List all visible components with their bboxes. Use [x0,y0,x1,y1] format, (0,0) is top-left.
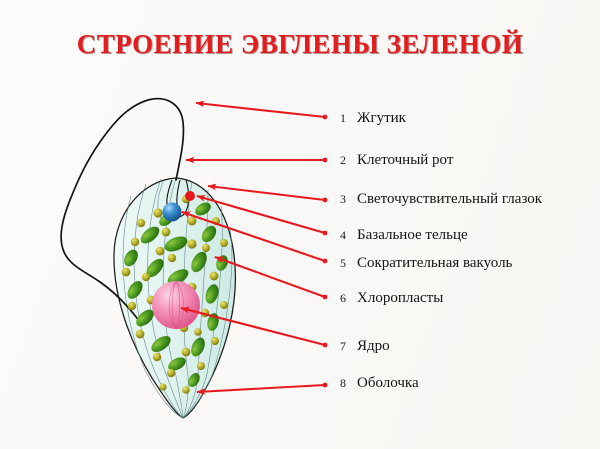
arrow-8 [196,383,326,395]
legend-number: 6 [340,291,346,305]
legend-label: Оболочка [357,375,419,391]
legend-item-5[interactable]: 5 Сократительная вакуоль [330,255,512,272]
flagellum-curve [60,97,185,323]
legend-number: 3 [340,192,346,206]
legend-number: 1 [340,111,346,125]
basal-body [185,191,195,201]
legend-item-6[interactable]: 6 Хлоропласты [330,290,443,307]
legend-item-1[interactable]: 1 Жгутик [330,110,406,127]
arrows-group [180,100,326,395]
arrow-7 [180,306,326,347]
legend-label: Базальное тельце [357,227,468,243]
legend-label: Клеточный рот [357,152,454,168]
legend-item-2[interactable]: 2 Клеточный рот [330,152,453,169]
arrow-5 [181,211,326,262]
legend-number: 7 [340,339,346,353]
legend-item-7[interactable]: 7 Ядро [330,338,390,355]
nucleus [152,280,200,330]
chloroplasts-group [124,202,228,387]
legend-item-3[interactable]: 3 Светочувствительный глазок [330,191,542,208]
page-title: СТРОЕНИЕ ЭВГЛЕНЫ ЗЕЛЕНОЙ [76,29,524,59]
legend-number: 2 [340,153,346,167]
legend-list: 1 Жгутик 2 Клеточный рот 3 Светочувствит… [330,0,600,449]
legend-number: 4 [340,228,346,242]
legend-number: 8 [340,376,346,390]
arrow-4 [196,194,326,235]
legend-label: Светочувствительный глазок [357,191,543,207]
legend-label: Сократительная вакуоль [357,255,513,271]
legend-label: Хлоропласты [357,290,444,306]
legend-number: 5 [340,256,346,270]
legend-label: Жгутик [357,110,406,126]
legend-label: Ядро [357,338,390,354]
arrow-tail-dots [322,114,328,388]
eyespot [162,202,182,222]
legend-item-4[interactable]: 4 Базальное тельце [330,227,468,244]
arrow-6 [214,256,326,298]
arrow-3 [207,183,326,202]
arrow-1 [195,100,326,119]
legend-item-8[interactable]: 8 Оболочка [330,375,419,392]
